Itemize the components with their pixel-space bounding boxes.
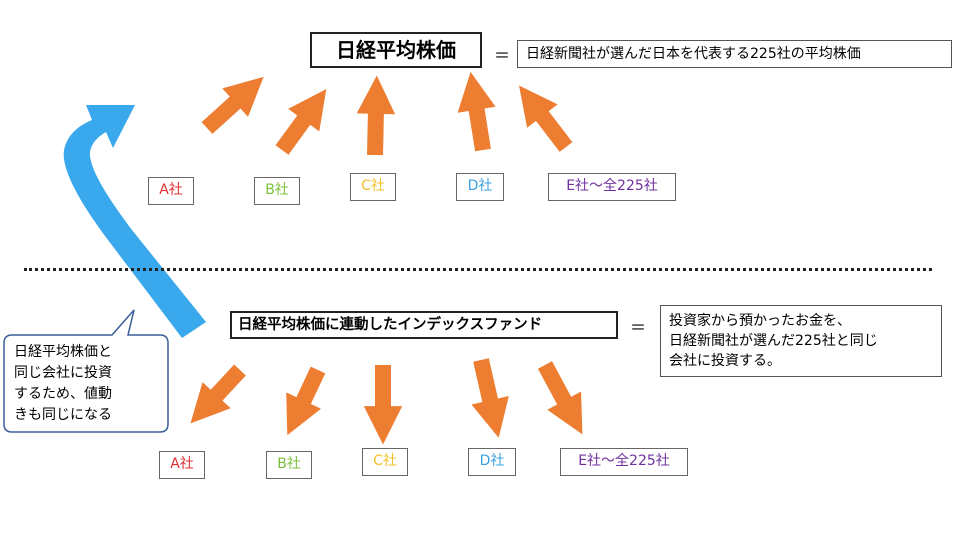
callout-text: 日経平均株価と 同じ会社に投資 するため、値動 きも同じになる xyxy=(14,342,164,426)
nikkei-title-box: 日経平均株価 xyxy=(310,32,482,68)
arrow-a-top xyxy=(201,76,264,134)
nikkei-definition-box: 日経新聞社が選んだ日本を代表する225社の平均株価 xyxy=(517,40,952,68)
callout-line-3: するため、値動 xyxy=(14,386,112,402)
bottom-company-d: D社 xyxy=(468,448,516,476)
bottom-company-c: C社 xyxy=(362,448,408,476)
section-divider xyxy=(24,268,932,271)
arrow-a-bottom xyxy=(190,364,246,424)
top-company-a: A社 xyxy=(148,177,194,205)
callout-line-1: 日経平均株価と xyxy=(14,344,112,360)
definition-line-2: 日経新聞社が選んだ225社と同じ xyxy=(669,333,878,349)
callout-line-2: 同じ会社に投資 xyxy=(14,365,112,381)
bottom-company-e: E社～全225社 xyxy=(560,448,688,476)
index-fund-title-box: 日経平均株価に連動したインデックスファンド xyxy=(230,311,618,339)
arrow-b-bottom xyxy=(286,366,326,436)
arrow-e-bottom xyxy=(537,361,583,435)
arrow-b-top xyxy=(275,89,327,155)
callout-line-4: きも同じになる xyxy=(14,407,112,423)
callout-bubble xyxy=(3,309,169,433)
index-fund-definition-box: 投資家から預かったお金を、 日経新聞社が選んだ225社と同じ 会社に投資する。 xyxy=(660,305,942,377)
arrow-c-top xyxy=(356,75,396,156)
arrow-d-bottom xyxy=(471,358,509,438)
top-company-b: B社 xyxy=(254,177,300,205)
definition-line-1: 投資家から預かったお金を、 xyxy=(669,313,851,329)
top-company-e: E社～全225社 xyxy=(548,173,676,201)
blue-curved-arrow xyxy=(63,105,206,338)
bottom-equals-sign: ＝ xyxy=(630,318,647,337)
top-company-d: D社 xyxy=(456,173,504,201)
bottom-company-b: B社 xyxy=(266,451,312,479)
arrow-e-top xyxy=(519,85,573,152)
top-company-c: C社 xyxy=(350,173,396,201)
definition-line-3: 会社に投資する。 xyxy=(669,353,781,369)
bottom-company-a: A社 xyxy=(159,451,205,479)
top-equals-sign: ＝ xyxy=(494,46,511,65)
arrow-d-top xyxy=(457,71,496,152)
